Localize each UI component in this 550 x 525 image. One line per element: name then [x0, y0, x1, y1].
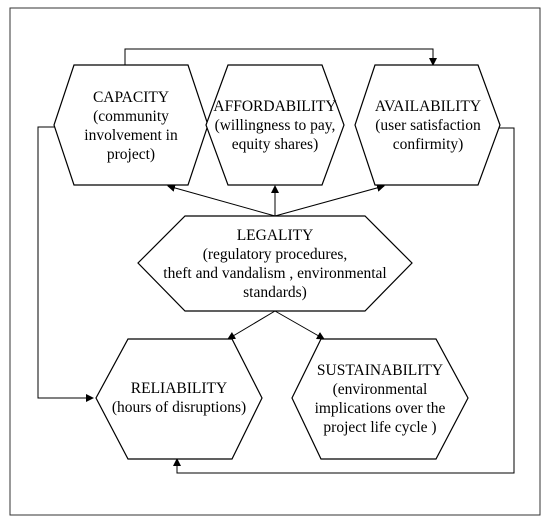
legality-to-sustainability-arrow [274, 310, 325, 340]
reliability-node: RELIABILITY (hours of disruptions) [95, 338, 263, 460]
capacity-line-2: (community [93, 108, 169, 125]
reliability-line-2: (hours of disruptions) [112, 399, 246, 416]
availability-title: AVAILABILITY [375, 98, 481, 115]
sustainability-node: SUSTAINABILITY (environmental implicatio… [291, 338, 469, 460]
reliability-title: RELIABILITY [131, 380, 227, 397]
affordability-title: AFFORDABILITY [213, 98, 336, 115]
availability-line-3: confirmity) [393, 136, 464, 153]
affordability-hexagon [205, 64, 345, 186]
legality-line-4: standards) [243, 284, 307, 301]
legality-line-2: (regulatory procedures, [203, 246, 348, 263]
capacity-title: CAPACITY [93, 89, 169, 106]
legality-to-capacity-arrow [167, 184, 276, 217]
affordability-line-2: (willingness to pay, [215, 117, 336, 134]
legality-node: LEGALITY (regulatory procedures, theft a… [137, 215, 413, 312]
legality-to-reliability-arrow [227, 310, 276, 340]
legality-hexagon [137, 215, 413, 312]
reliability-hexagon [95, 338, 263, 460]
sustainability-hexagon [291, 338, 469, 460]
sustainability-line-4: project life cycle ) [323, 419, 436, 436]
availability-to-reliability-arrow [173, 127, 515, 474]
affordability-node: AFFORDABILITY (willingness to pay, equit… [205, 64, 345, 186]
legality-title: LEGALITY [237, 227, 314, 244]
capacity-node: CAPACITY (community involvement in proje… [53, 64, 209, 186]
capacity-hexagon [53, 64, 209, 186]
capacity-to-availability-arrow [124, 48, 437, 66]
legality-to-availability-arrow [274, 184, 385, 217]
affordability-line-3: equity shares) [232, 136, 319, 153]
capacity-line-4: project) [107, 146, 155, 163]
sustainability-line-3: implications over the [315, 400, 446, 417]
sustainability-line-2: (environmental [333, 381, 428, 398]
availability-line-2: (user satisfaction [375, 117, 481, 134]
legality-line-3: theft and vandalism , environmental [163, 265, 386, 282]
availability-hexagon [354, 64, 501, 186]
availability-node: AVAILABILITY (user satisfaction confirmi… [354, 64, 501, 186]
capacity-line-3: involvement in [84, 127, 178, 144]
sustainability-title: SUSTAINABILITY [317, 362, 443, 379]
